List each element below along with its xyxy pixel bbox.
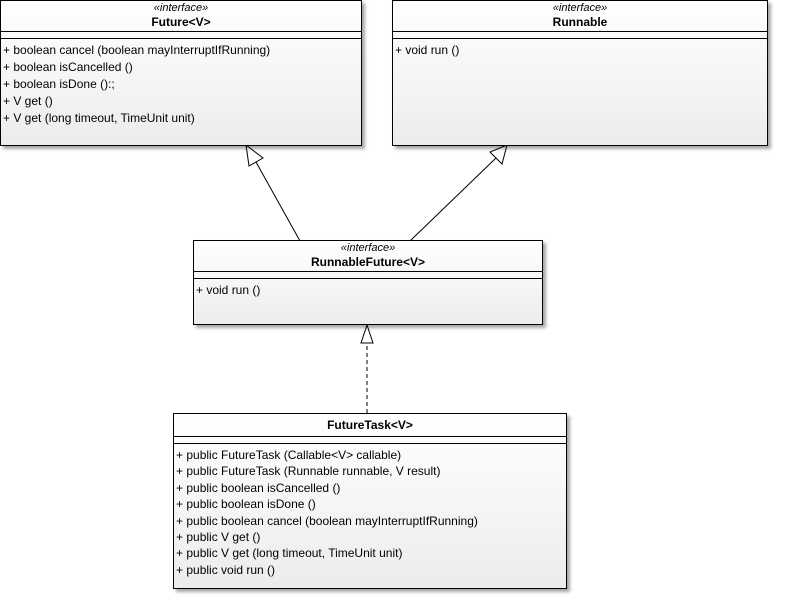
realization-arrowhead-runnable-future bbox=[360, 323, 374, 344]
operation-item: + public FutureTask (Runnable runnable, … bbox=[176, 464, 441, 479]
class-box-future-task[interactable]: FutureTask<V> + public FutureTask (Calla… bbox=[173, 413, 567, 589]
operation-item: + public V get (long timeout, TimeUnit u… bbox=[176, 546, 403, 561]
class-header-future-task: FutureTask<V> bbox=[174, 414, 566, 436]
operation-item: + public boolean isDone () bbox=[176, 497, 316, 512]
stereotype-label: «interface» bbox=[153, 2, 209, 14]
stereotype-label: «interface» bbox=[552, 2, 608, 14]
class-name-future-task: FutureTask<V> bbox=[327, 418, 413, 432]
class-box-runnable[interactable]: «interface» Runnable + void run () bbox=[392, 0, 768, 146]
class-header-future: «interface» Future<V> bbox=[1, 1, 361, 31]
attribute-compartment bbox=[393, 31, 767, 39]
operation-item: + boolean isCancelled () bbox=[3, 60, 133, 74]
class-box-runnable-future[interactable]: «interface» RunnableFuture<V> + void run… bbox=[193, 240, 543, 325]
operation-item: + public FutureTask (Callable<V> callabl… bbox=[176, 448, 402, 462]
operations-compartment: + void run () bbox=[393, 39, 767, 59]
operation-item: + void run () bbox=[395, 43, 460, 57]
attribute-compartment bbox=[194, 271, 542, 279]
class-name-runnable: Runnable bbox=[552, 15, 608, 29]
stereotype-label: «interface» bbox=[340, 242, 396, 254]
operations-compartment: + void run () bbox=[194, 279, 542, 299]
class-name-runnable-future: RunnableFuture<V> bbox=[310, 255, 426, 269]
class-name-future: Future<V> bbox=[151, 15, 211, 29]
class-box-future[interactable]: «interface» Future<V> + boolean cancel (… bbox=[0, 0, 362, 146]
operation-item: + public V get () bbox=[176, 530, 261, 545]
generalization-arrowhead-future bbox=[245, 143, 264, 167]
attribute-compartment bbox=[174, 436, 566, 444]
operation-item: + boolean isDone ():; bbox=[3, 77, 115, 91]
class-header-runnable: «interface» Runnable bbox=[393, 1, 767, 31]
class-header-runnable-future: «interface» RunnableFuture<V> bbox=[194, 241, 542, 271]
generalization-arrowhead-runnable bbox=[489, 144, 508, 165]
operations-compartment: + boolean cancel (boolean mayInterruptIf… bbox=[1, 39, 361, 127]
operation-item: + boolean cancel (boolean mayInterruptIf… bbox=[3, 43, 271, 57]
operation-item: + V get (long timeout, TimeUnit unit) bbox=[3, 111, 195, 125]
operations-compartment: + public FutureTask (Callable<V> callabl… bbox=[174, 444, 566, 578]
operation-item: + void run () bbox=[196, 283, 261, 297]
attribute-compartment bbox=[1, 31, 361, 39]
operation-item: + V get () bbox=[3, 94, 53, 108]
operation-item: + public boolean isCancelled () bbox=[176, 480, 341, 495]
generalization-line-runnable bbox=[409, 157, 497, 242]
generalization-line-future bbox=[255, 161, 301, 242]
operation-item: + public void run () bbox=[176, 562, 276, 577]
operation-item: + public boolean cancel (boolean mayInte… bbox=[176, 513, 478, 528]
